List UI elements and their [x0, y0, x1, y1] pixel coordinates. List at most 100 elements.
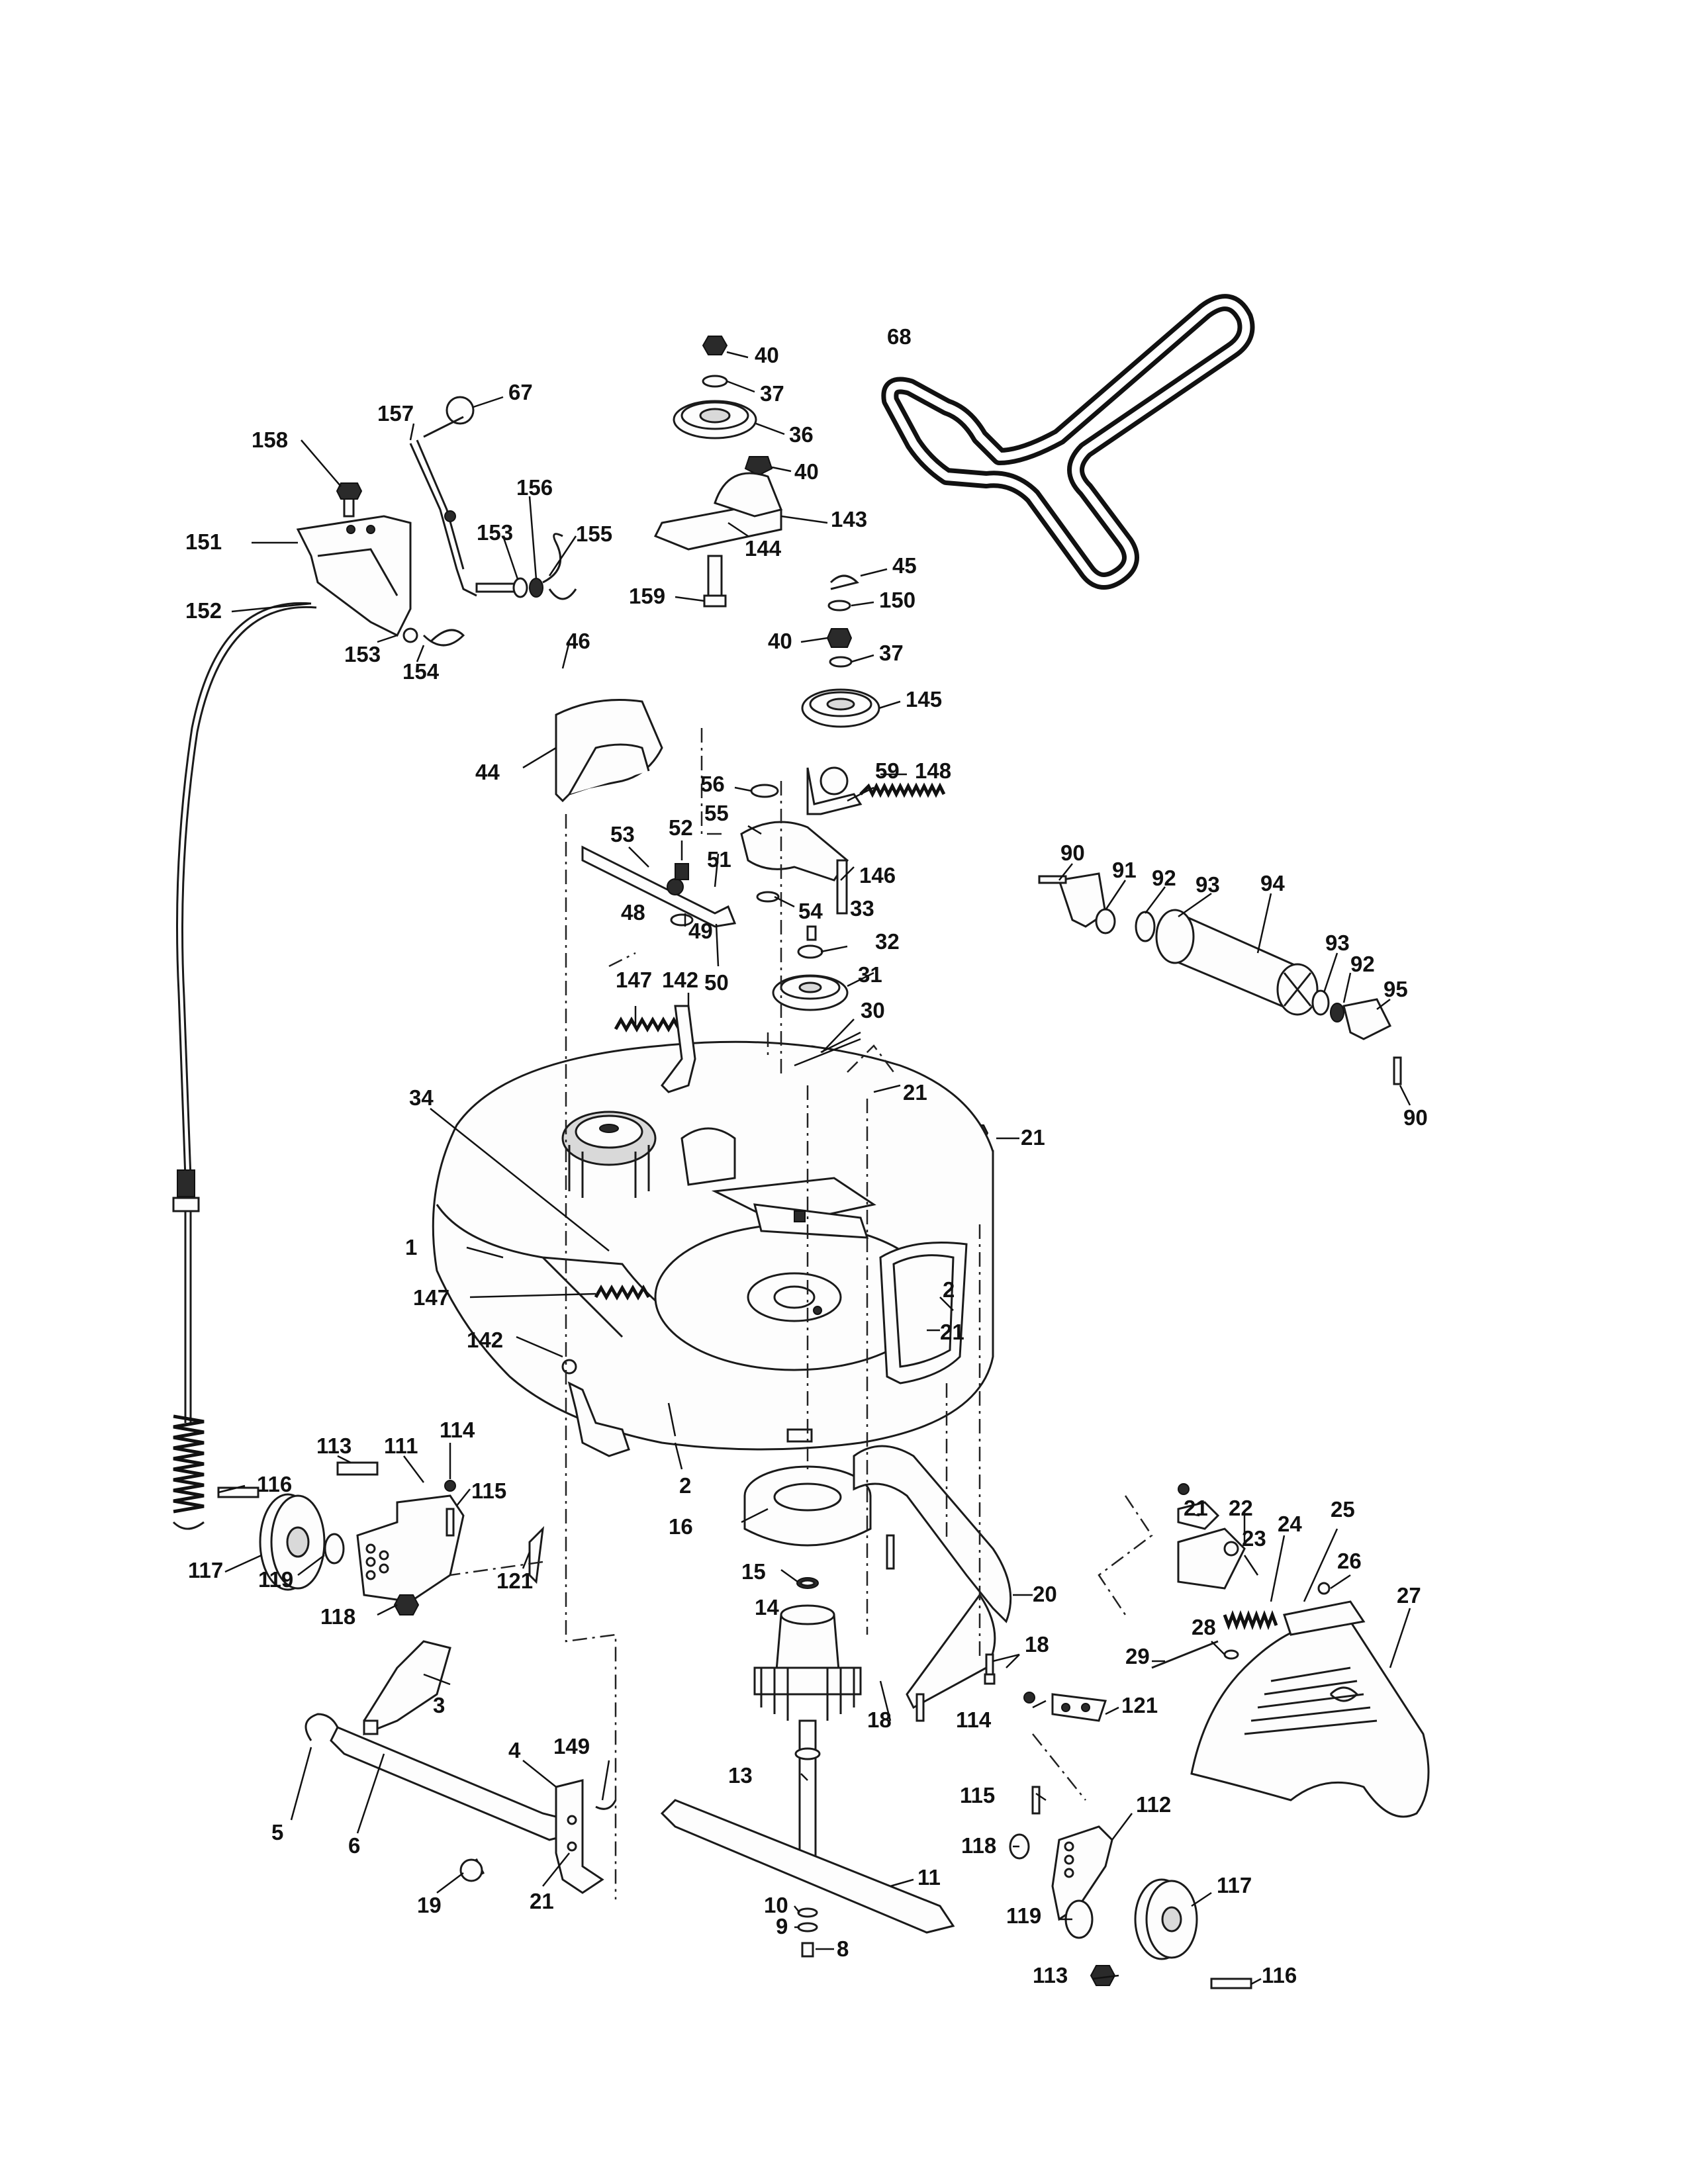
label-45: 45: [892, 553, 917, 578]
label-29: 29: [1125, 1644, 1150, 1668]
label-27: 27: [1397, 1583, 1421, 1608]
upper-spring-bracket: [614, 1005, 696, 1093]
label-52: 52: [669, 815, 693, 840]
idler-pulley-assembly-top: [653, 336, 783, 608]
label-18b: 18: [867, 1707, 892, 1732]
label-93b: 93: [1325, 931, 1350, 955]
label-68: 68: [887, 324, 912, 349]
label-36: 36: [789, 422, 814, 447]
label-2b: 2: [679, 1473, 691, 1498]
label-118a: 118: [320, 1604, 355, 1629]
label-44: 44: [475, 760, 500, 784]
spindle-stack: [660, 1465, 955, 1958]
front-linkage: [305, 1640, 617, 1894]
label-115a: 115: [471, 1479, 506, 1503]
label-8: 8: [837, 1936, 849, 1961]
label-50: 50: [704, 970, 729, 995]
label-37b: 37: [879, 641, 904, 665]
label-40b: 40: [794, 459, 819, 484]
label-1: 1: [405, 1235, 417, 1259]
leader-lines: [218, 351, 1411, 1985]
label-156: 156: [516, 475, 553, 500]
label-143: 143: [831, 507, 867, 531]
label-95: 95: [1383, 977, 1408, 1001]
label-33: 33: [850, 896, 874, 921]
label-114b: 114: [956, 1707, 992, 1732]
label-111: 111: [384, 1433, 418, 1458]
label-31: 31: [858, 962, 882, 987]
label-21e: 21: [530, 1889, 554, 1913]
label-147a: 147: [616, 968, 652, 992]
label-14: 14: [755, 1595, 779, 1619]
label-67: 67: [508, 380, 533, 404]
label-3: 3: [433, 1693, 445, 1717]
lift-cable: [172, 602, 317, 1530]
label-20: 20: [1033, 1582, 1057, 1606]
label-113b: 113: [1033, 1963, 1068, 1987]
label-113a: 113: [316, 1433, 352, 1458]
label-23: 23: [1242, 1526, 1266, 1551]
label-155: 155: [576, 522, 612, 546]
label-116a: 116: [257, 1472, 292, 1496]
label-92a: 92: [1152, 866, 1176, 890]
label-28: 28: [1192, 1615, 1216, 1639]
label-142b: 142: [467, 1328, 503, 1352]
label-22: 22: [1229, 1496, 1253, 1520]
label-25: 25: [1331, 1497, 1355, 1522]
assembly-center-lines: [449, 728, 1153, 1899]
label-18a: 18: [1025, 1632, 1049, 1657]
label-11: 11: [917, 1865, 941, 1889]
label-152: 152: [185, 598, 222, 623]
label-117b: 117: [1217, 1873, 1252, 1897]
label-21b: 21: [1021, 1125, 1045, 1150]
label-147b: 147: [413, 1285, 449, 1310]
right-wheel-assembly: [1009, 1692, 1252, 1989]
label-157: 157: [377, 401, 414, 426]
discharge-deflector: [1151, 1483, 1430, 1818]
label-118b: 118: [961, 1833, 996, 1858]
label-49: 49: [688, 919, 713, 943]
idler-pulley-assembly-right: [801, 574, 880, 728]
label-59: 59: [875, 758, 900, 783]
label-40a: 40: [755, 343, 779, 367]
label-91: 91: [1112, 858, 1137, 882]
label-53: 53: [610, 822, 635, 846]
label-30: 30: [861, 998, 885, 1023]
label-55: 55: [704, 801, 729, 825]
label-34: 34: [409, 1085, 434, 1110]
label-26: 26: [1337, 1549, 1362, 1573]
label-154: 154: [402, 659, 440, 684]
label-5: 5: [271, 1820, 283, 1844]
label-93a: 93: [1196, 872, 1220, 897]
label-90b: 90: [1403, 1105, 1428, 1130]
label-146: 146: [859, 863, 896, 887]
mower-deck: [432, 766, 994, 1451]
label-119b: 119: [1006, 1903, 1041, 1928]
label-13: 13: [728, 1763, 753, 1788]
label-151: 151: [185, 529, 222, 554]
label-149: 149: [553, 1734, 590, 1758]
label-2a: 2: [943, 1277, 955, 1302]
label-40c: 40: [768, 629, 792, 653]
belt-shield: [555, 699, 663, 803]
label-54: 54: [798, 899, 823, 923]
label-94: 94: [1260, 871, 1285, 895]
label-119a: 119: [258, 1567, 293, 1592]
label-112: 112: [1136, 1792, 1171, 1817]
left-wheel-assembly: [217, 1461, 545, 1615]
label-142a: 142: [662, 968, 698, 992]
label-37a: 37: [760, 381, 784, 406]
label-48: 48: [621, 900, 645, 925]
label-24: 24: [1278, 1512, 1302, 1536]
label-153b: 153: [344, 642, 381, 666]
baffle: [853, 1445, 1012, 1722]
label-121a: 121: [496, 1569, 533, 1593]
label-116b: 116: [1262, 1963, 1297, 1987]
label-32: 32: [875, 929, 900, 954]
label-144: 144: [745, 536, 782, 561]
label-21c: 21: [940, 1320, 964, 1344]
label-117a: 117: [188, 1558, 223, 1582]
label-51: 51: [707, 847, 731, 872]
label-159: 159: [629, 584, 665, 608]
label-56: 56: [700, 772, 725, 796]
